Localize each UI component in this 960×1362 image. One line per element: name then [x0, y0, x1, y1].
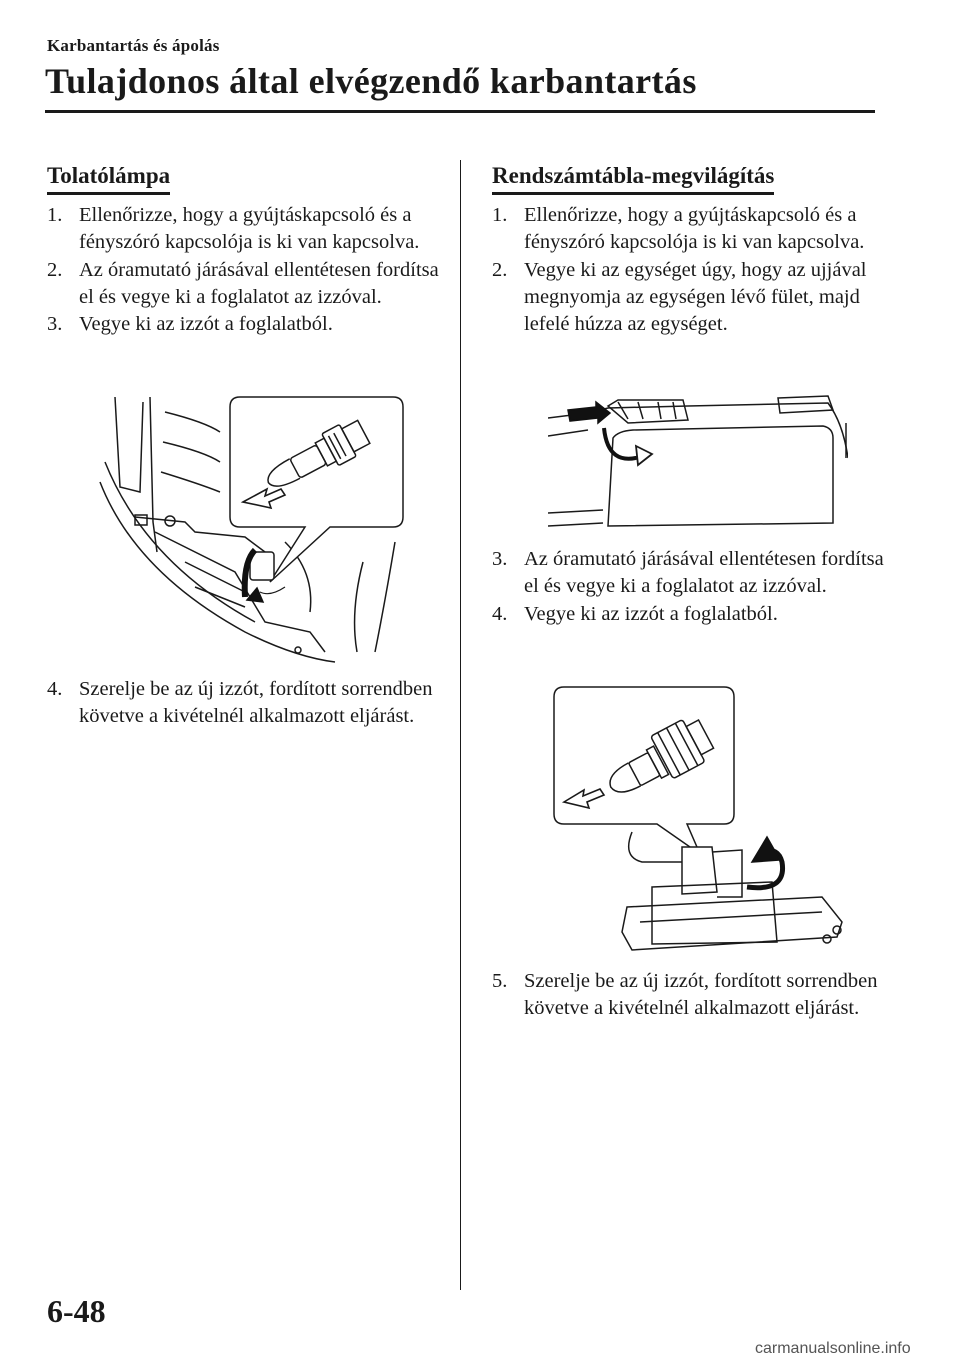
heading-reverse-lamp: Tolatólámpa — [47, 162, 171, 195]
title-rule — [45, 110, 875, 113]
license-light-steps-a: 1.Ellenőrizze, hogy a gyújtáskapcsoló és… — [492, 202, 892, 338]
column-divider — [460, 160, 461, 1290]
license-light-steps-b: 3.Az óramutató járásával ellentétesen fo… — [492, 546, 892, 628]
list-item: 4.Vegye ki az izzót a foglalatból. — [492, 602, 778, 625]
reverse-lamp-steps-b: 4.Szerelje be az új izzót, fordított sor… — [47, 676, 457, 731]
reverse-lamp-illustration — [99, 396, 404, 663]
list-item: 4.Szerelje be az új izzót, fordított sor… — [47, 678, 433, 728]
license-light-bulb-illustration — [553, 686, 843, 951]
list-item: 5.Szerelje be az új izzót, fordított sor… — [492, 970, 878, 1020]
list-item: 1.Ellenőrizze, hogy a gyújtáskapcsoló és… — [492, 204, 865, 254]
list-item: 2.Az óramutató járásával ellentétesen fo… — [47, 258, 439, 308]
list-item: 3.Az óramutató járásával ellentétesen fo… — [492, 548, 884, 598]
reverse-lamp-steps-a: 1.Ellenőrizze, hogy a gyújtáskapcsoló és… — [47, 202, 457, 338]
list-item: 2.Vegye ki az egységet úgy, hogy az ujjá… — [492, 258, 867, 336]
license-light-steps-c: 5.Szerelje be az új izzót, fordított sor… — [492, 968, 892, 1023]
license-light-removal-illustration — [548, 395, 848, 527]
section-title: Karbantartás és ápolás — [47, 36, 220, 55]
list-item: 1.Ellenőrizze, hogy a gyújtáskapcsoló és… — [47, 204, 420, 254]
watermark: carmanualsonline.info — [755, 1340, 911, 1357]
heading-license-plate-light: Rendszámtábla-megvilágítás — [492, 162, 775, 195]
page-number: 6-48 — [47, 1293, 106, 1329]
page-title: Tulajdonos által elvégzendő karbantartás — [45, 61, 697, 101]
list-item: 3.Vegye ki az izzót a foglalatból. — [47, 313, 333, 336]
